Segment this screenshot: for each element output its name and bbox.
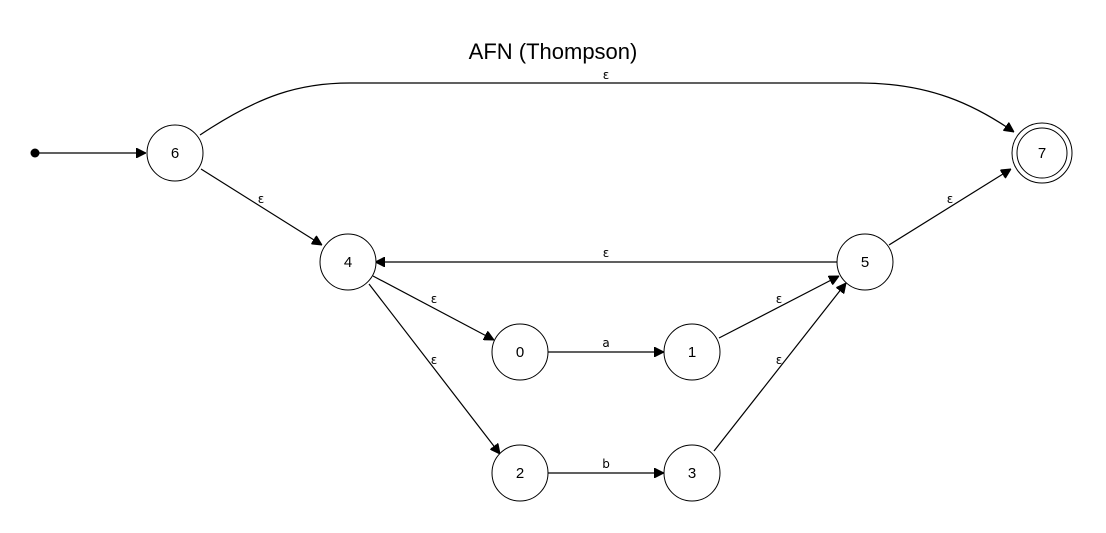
state-5[interactable]: 5 bbox=[836, 233, 894, 291]
transition-label-5-4: ε bbox=[603, 246, 610, 260]
transitions: ε ε ε ε ε ε a b ε ε bbox=[199, 68, 1014, 473]
transition-label-4-2: ε bbox=[431, 353, 438, 367]
state-0[interactable]: 0 bbox=[491, 323, 549, 381]
state-7-accepting[interactable]: 7 bbox=[1011, 122, 1073, 184]
state-label-3: 3 bbox=[688, 465, 696, 482]
diagram-title: AFN (Thompson) bbox=[469, 39, 638, 64]
state-1[interactable]: 1 bbox=[663, 323, 721, 381]
initial-state-dot bbox=[30, 148, 40, 158]
state-label-4: 4 bbox=[344, 254, 352, 271]
transition-label-4-0: ε bbox=[431, 292, 438, 306]
state-2[interactable]: 2 bbox=[491, 444, 549, 502]
state-label-2: 2 bbox=[516, 465, 524, 482]
transition-label-3-5: ε bbox=[776, 353, 783, 367]
transition-label-6-4: ε bbox=[258, 192, 265, 206]
state-4[interactable]: 4 bbox=[319, 233, 377, 291]
transition-5-7 bbox=[888, 169, 1011, 246]
transition-4-2 bbox=[368, 283, 500, 454]
transition-label-1-5: ε bbox=[776, 292, 783, 306]
transition-label-0-1: a bbox=[602, 336, 609, 350]
transition-label-5-7: ε bbox=[947, 192, 954, 206]
state-label-5: 5 bbox=[861, 254, 869, 271]
transition-label-2-3: b bbox=[602, 457, 610, 471]
state-label-1: 1 bbox=[688, 344, 696, 361]
transition-6-7 bbox=[199, 82, 1014, 136]
states: 6 4 0 1 2 3 5 7 bbox=[146, 122, 1073, 502]
state-label-7: 7 bbox=[1038, 145, 1046, 162]
state-6[interactable]: 6 bbox=[146, 124, 204, 182]
transition-3-5 bbox=[713, 283, 846, 452]
state-label-0: 0 bbox=[516, 344, 524, 361]
transition-label-6-7: ε bbox=[603, 68, 610, 82]
state-3[interactable]: 3 bbox=[663, 444, 721, 502]
transition-4-0 bbox=[372, 275, 494, 341]
transition-6-4 bbox=[200, 168, 322, 245]
state-label-6: 6 bbox=[171, 145, 179, 162]
transition-1-5 bbox=[718, 275, 839, 339]
